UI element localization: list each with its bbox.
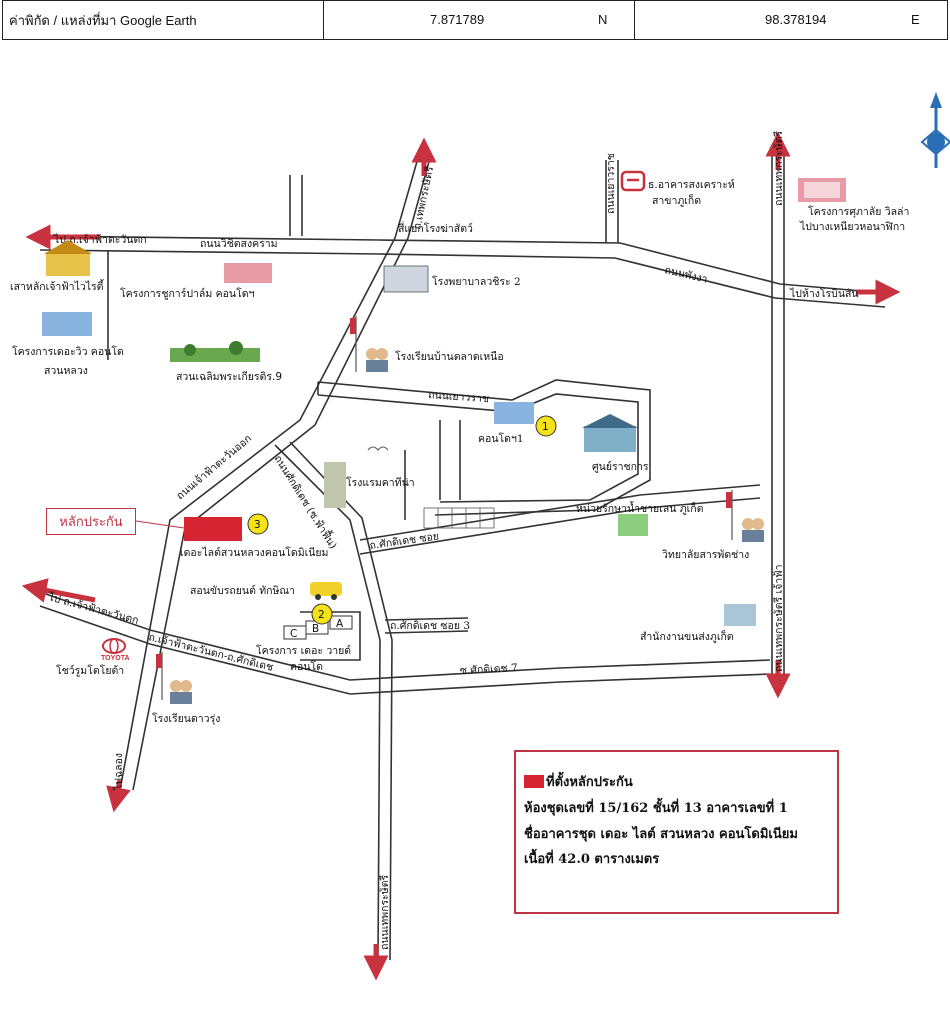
road-label-sam-yaek: สี่แยกโรงฆ่าสัตว์ xyxy=(398,221,473,235)
place-label-hospital: โรงพยาบาลวชิระ 2 xyxy=(432,275,521,288)
building-c-label: C xyxy=(290,628,297,640)
place-label-water: หน่วยรักษาน้ำชายเลน ภูเก็ต xyxy=(576,501,704,515)
park-trees-icon xyxy=(170,341,260,362)
flag-icon xyxy=(156,652,163,700)
place-label-sugar: โครงการชูการ์ปาล์ม คอนโดฯ xyxy=(120,287,255,300)
marker-3: 3 xyxy=(247,513,269,535)
condo-building-icon xyxy=(42,312,92,336)
road-label-to-airport: ไปบางเหนียวหอนาฬิกา xyxy=(799,220,905,233)
place-label-suan-luang: สวนหลวง xyxy=(44,365,88,377)
place-label-office: สำนักงานขนส่งภูเก็ต xyxy=(640,629,734,643)
building-b-label: B xyxy=(312,623,319,635)
condo-building-icon xyxy=(798,178,846,202)
marker-2: 2 xyxy=(311,603,333,625)
longitude-cell: 98.378194 E xyxy=(634,0,948,40)
place-label-driving: สอนขับรถยนต์ ทักษิณา xyxy=(190,584,295,597)
legend-box: ที่ตั้งหลักประกัน ห้องชุดเลขที่ 15/162 ช… xyxy=(514,750,839,914)
place-label-hotel: โรงแรมคาทีน่า xyxy=(346,476,415,489)
callout-leader xyxy=(135,520,185,529)
road-label-chaofa-east: ถนนเจ้าฟ้าตะวันออก xyxy=(174,433,254,503)
place-label-toyota: โชว์รูมโตโยต้า xyxy=(56,664,124,677)
legend-line-1: ห้องชุดเลขที่ 15/162 ชั้นที่ 13 อาคารเลข… xyxy=(524,801,788,816)
subject-property-marker xyxy=(184,517,242,541)
place-label-the-view: โครงการเดอะวิว คอนโด xyxy=(12,345,124,358)
condo-building-icon xyxy=(224,263,272,283)
svg-text:2: 2 xyxy=(318,609,325,621)
longitude-value: 98.378194 xyxy=(765,12,827,27)
building-blocks: C B A xyxy=(283,615,353,640)
place-label-school-daoroong: โรงเรียนดาวรุ่ง xyxy=(152,712,220,725)
place-label-the-light: เดอะไลต์สวนหลวงคอนโดมิเนียม xyxy=(180,546,328,559)
legend-title-row: ที่ตั้งหลักประกัน xyxy=(524,772,633,793)
place-label-condo: คอนโด xyxy=(290,660,323,673)
road-label-phang-nga: ถนนพังงา xyxy=(663,264,708,286)
road-label-to-rangsit: ไปห้างโรบินสัน xyxy=(789,287,859,300)
parking-grid-icon xyxy=(423,507,495,529)
latitude-direction: N xyxy=(598,12,608,27)
direction-arrows xyxy=(21,131,901,981)
road-label-yaowarat-mid: ถนนเยาวราช xyxy=(428,389,490,405)
place-label-gsb2: สาขาภูเก็ต xyxy=(652,193,701,207)
coordinates-label: ค่าพิกัด / แหล่งที่มา Google Earth xyxy=(2,0,324,40)
place-labels: ธ.อาคารสงเคราะห์ สาขาภูเก็ต โครงการศุภาล… xyxy=(10,178,909,725)
place-label-gsb: ธ.อาคารสงเคราะห์ xyxy=(648,178,735,191)
gsb-logo-icon xyxy=(620,170,646,192)
svg-text:1: 1 xyxy=(542,421,549,433)
road-label-wichit: ถนนวิชิตสงคราม xyxy=(200,238,278,250)
birds-icon xyxy=(367,446,389,451)
landmark-icons: C B A 1 2 3 xyxy=(42,170,846,704)
road-label-yaowarat-top: ถนนเยาวราช xyxy=(605,153,617,214)
road-label-chaofa-west-mid: ไป ถ.เจ้าฟ้าตะวันตก xyxy=(46,590,140,627)
road-label-to-chalong: ไปฉลอง xyxy=(112,753,125,791)
road-label-sakdidet7: ซ.ศักดิเดช 7 xyxy=(460,662,518,677)
place-label-park: สวนเฉลิมพระเกียรติร.9 xyxy=(176,370,282,383)
legend-swatch xyxy=(524,775,544,788)
condo-building-icon xyxy=(494,402,534,424)
shrine-building-icon xyxy=(44,240,92,276)
coordinates-header: ค่าพิกัด / แหล่งที่มา Google Earth 7.871… xyxy=(0,0,950,44)
toyota-brand-label: TOYOTA xyxy=(101,655,130,662)
road-label-thepsattri-right: ถนนเทพกระษัตรี xyxy=(772,130,785,206)
students-icon xyxy=(170,680,192,704)
flag-icon xyxy=(350,316,357,372)
svg-text:3: 3 xyxy=(254,519,261,531)
latitude-value: 7.871789 xyxy=(430,12,485,27)
place-label-shrine: เสาหลักเจ้าฟ้าไวไรตี้ xyxy=(10,279,105,293)
car-icon xyxy=(310,582,342,600)
collateral-callout: หลักประกัน xyxy=(46,508,136,535)
location-map: ไป ถ.เจ้าฟ้าตะวันตก ถนนวิชิตสงคราม สี่แย… xyxy=(10,92,950,981)
hospital-building-icon xyxy=(383,265,429,293)
place-label-sukkasem: โครงการศุภาลัย วิลล่า xyxy=(808,205,909,218)
water-building-icon xyxy=(618,514,648,536)
legend-title: ที่ตั้งหลักประกัน xyxy=(546,775,633,790)
longitude-direction: E xyxy=(911,12,920,27)
road-label-chaofa-west-top: ไป ถ.เจ้าฟ้าตะวันตก xyxy=(53,233,147,246)
hotel-building-icon xyxy=(324,462,346,508)
road-label-right-vertical: ถนนเทพกระษัตรี เจ้าฟ้า xyxy=(772,565,785,672)
latitude-cell: 7.871789 N xyxy=(323,0,635,40)
flag-icon xyxy=(726,490,733,540)
place-label-condo1: คอนโดฯ1 xyxy=(478,432,524,445)
road-label-bottom: ถนนเทพกระษัตรี xyxy=(378,874,391,950)
road-label-thepkrasattri: ถ.เทพกระษัตรี xyxy=(410,165,436,231)
office-building-icon xyxy=(724,604,756,626)
marker-1: 1 xyxy=(535,415,557,437)
place-label-college: วิทยาลัยสารพัดช่าง xyxy=(662,549,749,561)
road-network xyxy=(39,150,886,961)
place-label-project-world: โครงการ เดอะ วายด์ xyxy=(256,644,351,657)
building-a-label: A xyxy=(336,618,344,630)
government-building-icon xyxy=(582,414,638,452)
north-arrow-icon xyxy=(920,92,950,168)
legend-line-2: ชื่ออาคารชุด เดอะ ไลต์ สวนหลวง คอนโดมิเน… xyxy=(524,827,798,842)
place-label-govt: ศูนย์ราชการ xyxy=(592,460,649,473)
road-label-sakdidet-soi3: ถ.ศักดิเดช ซอย 3 xyxy=(390,620,470,632)
students-icon xyxy=(742,518,764,542)
toyota-logo-icon xyxy=(102,638,126,654)
place-label-school-north: โรงเรียนบ้านตลาดเหนือ xyxy=(395,350,504,363)
legend-line-3: เนื้อที่ 42.0 ตารางเมตร xyxy=(524,852,660,867)
students-icon xyxy=(366,348,388,372)
